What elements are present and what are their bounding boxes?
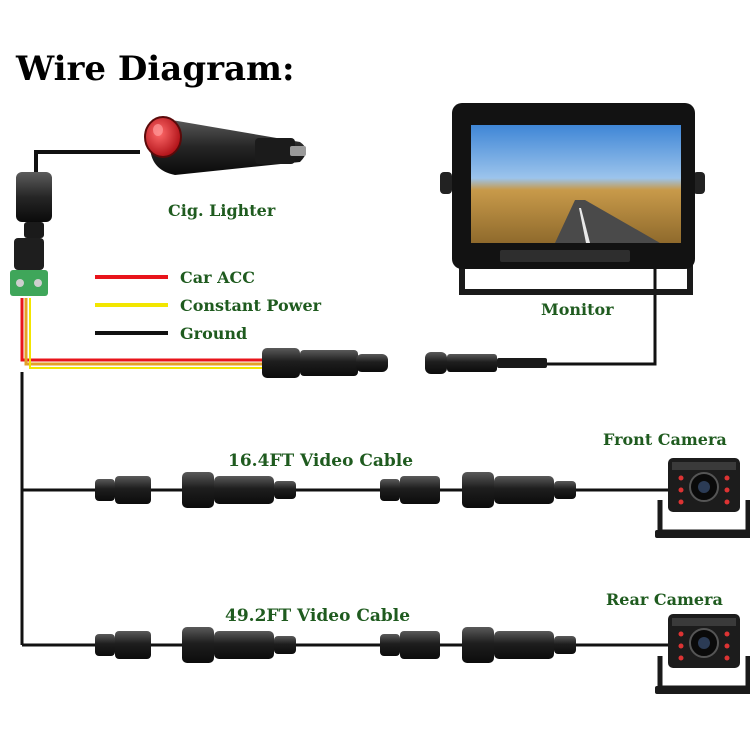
front-cable-connectors [95, 472, 576, 508]
dc-power-jack-icon [16, 172, 52, 238]
rear-cable-connectors [95, 627, 576, 663]
front-camera-icon [655, 458, 750, 538]
connector-4pin-male-a [95, 476, 151, 504]
rear-camera-label: Rear Camera [606, 590, 723, 609]
legend-label-constant-power: Constant Power [180, 296, 322, 315]
connector-4pin-female-c [182, 627, 296, 663]
legend-label-car-acc: Car ACC [180, 268, 255, 287]
power-wiring [20, 150, 657, 645]
wire-legend: Car ACC Constant Power Ground [95, 268, 322, 343]
monitor-label: Monitor [541, 300, 614, 319]
power-connector-male-icon [262, 348, 388, 378]
connector-4pin-female-b [462, 472, 576, 508]
rear-cable-label: 49.2FT Video Cable [225, 606, 410, 626]
front-camera-label: Front Camera [603, 430, 727, 449]
diagram-title: Wire Diagram: [15, 49, 295, 89]
screw-terminal-adapter-icon [10, 238, 48, 296]
connector-4pin-male-d [380, 631, 440, 659]
connector-4pin-female-d [462, 627, 576, 663]
power-connector-female-icon [425, 352, 547, 374]
cigarette-lighter-plug-icon [144, 116, 306, 175]
connector-4pin-male-b [380, 476, 440, 504]
connector-4pin-female-a [182, 472, 296, 508]
rear-camera-icon [655, 614, 750, 694]
connector-4pin-male-c [95, 631, 151, 659]
cig-lighter-label: Cig. Lighter [168, 201, 276, 220]
front-cable-label: 16.4FT Video Cable [228, 451, 413, 471]
legend-label-ground: Ground [180, 324, 247, 343]
car-monitor-icon [440, 103, 705, 295]
